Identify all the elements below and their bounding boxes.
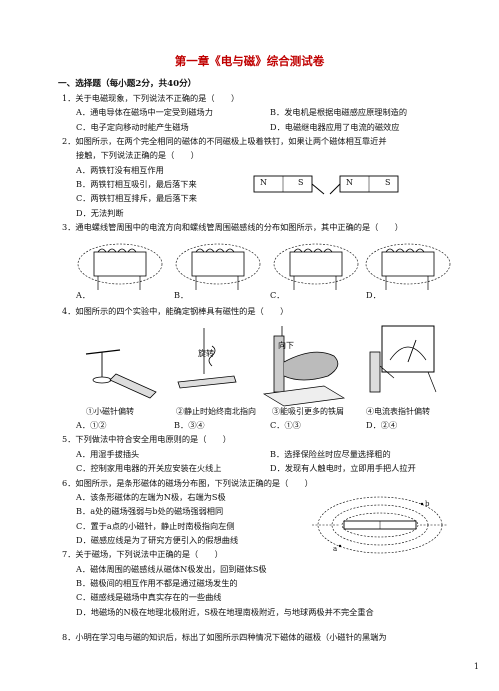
q5-option-c: C．控制家用电器的开关应安装在火线上 [76,463,222,473]
q3-option-b: B． [174,290,189,300]
q4-caption-3: ③能吸引更多的铁屑 [272,407,344,416]
q1-option-d: D．电磁继电器应用了电流的磁效应 [270,122,400,132]
q2-magnet2-n: N [346,178,353,187]
q3-solenoids-figure [77,243,451,290]
q3-option-a: A． [76,290,91,300]
q4-option-d: D．②④ [366,420,398,430]
q3-stem: 3．通电螺线管周围中的电流方向和螺线管周围磁感线的分布如图所示，其中正确的是（ … [62,222,403,232]
q1-option-c: C．电子定向移动时能产生磁场 [76,122,189,132]
q3-solenoid-c [273,243,359,290]
q4-exp4-ammeter [369,325,437,393]
q4-option-c: C．①③ [270,420,301,430]
q2-option-d: D．无法判断 [76,208,124,218]
q6-bar-magnet-field-figure [312,496,448,554]
q2-magnet1-n: N [260,178,267,187]
q6-option-c: C．置于a点的小磁针，静止时南极指向左侧 [76,521,235,531]
q3-solenoid-a [77,243,163,290]
page-title: 第一章《电与磁》综合测试卷 [174,54,325,68]
q6-point-b: b [425,500,430,508]
q5-option-b: B．选择保险丝时应尽量选择粗的 [270,449,391,459]
q2-option-b: B．两铁钉相互吸引，最后落下来 [76,179,197,189]
q4-label-spin: 旋转 [198,349,214,358]
q7-option-a: A．磁体周围的磁感线从磁体N极发出，回到磁体S极 [76,564,267,574]
q4-caption-2: ②静止时始终南北指向 [176,407,256,416]
q6-stem: 6．如图所示，是条形磁体的磁场分布图，下列说法正确的是（ ） [62,478,313,488]
q2-option-a: A．两铁钉没有相互作用 [76,165,164,175]
q7-option-c: C．磁感线是磁场中真实存在的一些曲线 [76,592,222,602]
q2-magnet2-s: S [385,178,391,187]
q3-solenoid-b [175,243,261,290]
q5-option-d: D．发现有人触电时，立即用手把人拉开 [270,463,416,473]
q2-option-c: C．两铁钉相互排斥，最后落下来 [76,193,197,203]
q5-stem: 5．下列做法中符合安全用电原则的是（ ） [62,434,231,444]
q7-option-b: B．磁极间的相互作用不都是通过磁场发生的 [76,578,238,588]
q2-magnet1-s: S [298,178,304,187]
q3-option-d: D． [366,290,381,300]
q1-option-b: B．发电机是根据电磁感应原理制造的 [270,107,408,117]
q6-point-a: a [333,545,338,553]
q7-option-d: D．地磁场的N极在地理北极附近，S极在地理南极附近，与地球两极并不完全重合 [76,607,374,617]
q1-stem: 1．关于电磁现象，下列说法不正确的是（ ） [62,93,240,103]
q6-option-d: D．磁感应线是为了研究方便引入的假想曲线 [76,535,239,545]
section-heading: 一、选择题（每小题2分，共40分） [58,79,197,89]
q2-magnets-figure [253,175,399,195]
q4-exp1-compass [85,349,157,399]
q4-caption-4: ④电流表指针偏转 [366,407,430,416]
q4-label-down: 向下 [278,341,294,350]
q4-caption-1: ①小磁针偏转 [86,407,134,416]
q4-stem: 4．如图所示的四个实验中，能确定钢棒具有磁性的是（ ） [62,306,289,316]
q5-option-a: A．用湿手拔插头 [76,449,140,459]
q4-exp3-filings [262,326,346,407]
q1-option-a: A．通电导体在磁场中一定受到磁场力 [76,107,213,117]
q3-solenoid-d [365,243,451,290]
q6-option-a: A．该条形磁体的左端为N极，右端为S极 [76,492,226,502]
page-number: 1 [473,662,479,671]
q6-option-b: B．a处的磁场强弱与b处的磁场强弱相同 [76,506,224,516]
q4-option-a: A．①② [76,420,107,430]
q7-stem: 7．关于磁场，下列说法中正确的是（ ） [62,549,223,559]
q2-stem-line1: 2．如图所示，在两个完全相同的磁体的不同磁极上吸着铁钉，如果让两个磁体相互靠近并 [62,136,387,146]
q4-exp2-suspended [177,328,237,389]
q8-stem: 8．小明在学习电与磁的知识后，标出了如图所示四种情况下磁体的磁极（小磁针的黑端为 [62,632,387,642]
q4-experiments-figure [85,325,437,407]
q3-option-c: C． [270,290,285,300]
q4-option-b: B．③④ [174,420,205,430]
q2-stem-line2: 接触，下列说法正确的是（ ） [76,150,199,160]
